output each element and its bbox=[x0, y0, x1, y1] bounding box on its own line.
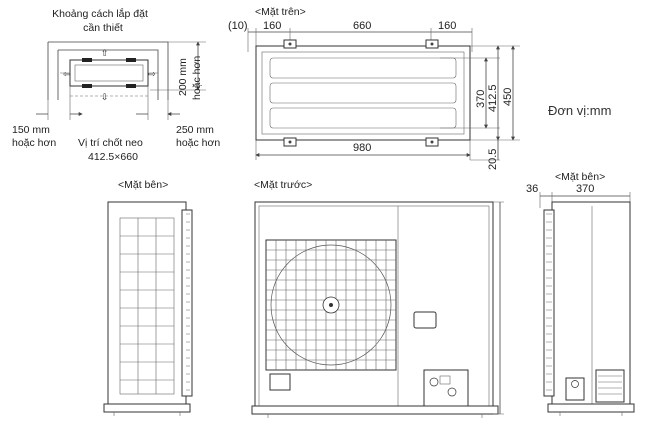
front-view: <Mặt trước> bbox=[251, 179, 504, 418]
wall-inner bbox=[57, 49, 159, 100]
dim-10: (10) bbox=[228, 20, 248, 32]
back-clearance: 200 mm bbox=[177, 58, 189, 96]
dim-370-top: 370 bbox=[475, 90, 487, 108]
dim-660: 660 bbox=[353, 20, 371, 32]
anchor-title: Vị trí chốt neo bbox=[78, 137, 143, 149]
right-clearance: 250 mm bbox=[176, 124, 214, 136]
clearance-title-2: cần thiết bbox=[83, 22, 123, 34]
clearance-diagram: Khoảng cách lắp đặt cần thiết ⇦ ⇨ ⇧ ⇩ 20… bbox=[12, 7, 220, 163]
clearance-unit bbox=[69, 59, 149, 87]
side-grille bbox=[119, 217, 175, 395]
dim-160-left: 160 bbox=[263, 20, 281, 32]
top-body bbox=[255, 45, 471, 141]
dim-4125: 412.5 bbox=[487, 84, 499, 112]
arrow-left-icon: ⇦ bbox=[63, 69, 71, 79]
top-view-title: <Mặt trên> bbox=[255, 6, 306, 18]
clearance-title-1: Khoảng cách lắp đặt bbox=[52, 7, 148, 20]
left-clearance: 150 mm bbox=[12, 124, 50, 136]
fan-icon bbox=[270, 244, 392, 366]
dim-980: 980 bbox=[353, 142, 371, 154]
side-view-right: <Mặt bên> 36 370 bbox=[526, 171, 635, 416]
dim-205: 20.5 bbox=[487, 149, 499, 170]
right-clearance-note: hoặc hơn bbox=[176, 137, 220, 149]
side-view-left: <Mặt bên> bbox=[103, 179, 193, 416]
top-view: <Mặt trên> (10) 160 660 160 980 370 412.… bbox=[228, 6, 520, 170]
left-clearance-note: hoặc hơn bbox=[12, 137, 56, 149]
side-view-right-title: <Mặt bên> bbox=[555, 171, 605, 183]
right-vent bbox=[595, 369, 625, 403]
dim-36: 36 bbox=[526, 183, 538, 195]
anchor-size: 412.5×660 bbox=[88, 151, 138, 163]
dim-370-side: 370 bbox=[576, 183, 594, 195]
arrow-down-icon: ⇩ bbox=[101, 92, 109, 102]
side-view-left-title: <Mặt bên> bbox=[118, 179, 168, 191]
left-side-body bbox=[107, 201, 187, 411]
back-clearance-note: hoặc hơn bbox=[191, 56, 203, 100]
arrow-up-icon: ⇧ bbox=[101, 48, 109, 58]
front-view-title: <Mặt trước> bbox=[254, 179, 312, 191]
dim-450: 450 bbox=[502, 88, 514, 106]
dim-160-right: 160 bbox=[438, 20, 456, 32]
front-handle bbox=[413, 311, 437, 329]
unit-label: Đơn vị:mm bbox=[548, 103, 611, 118]
arrow-right-icon: ⇨ bbox=[148, 69, 156, 79]
